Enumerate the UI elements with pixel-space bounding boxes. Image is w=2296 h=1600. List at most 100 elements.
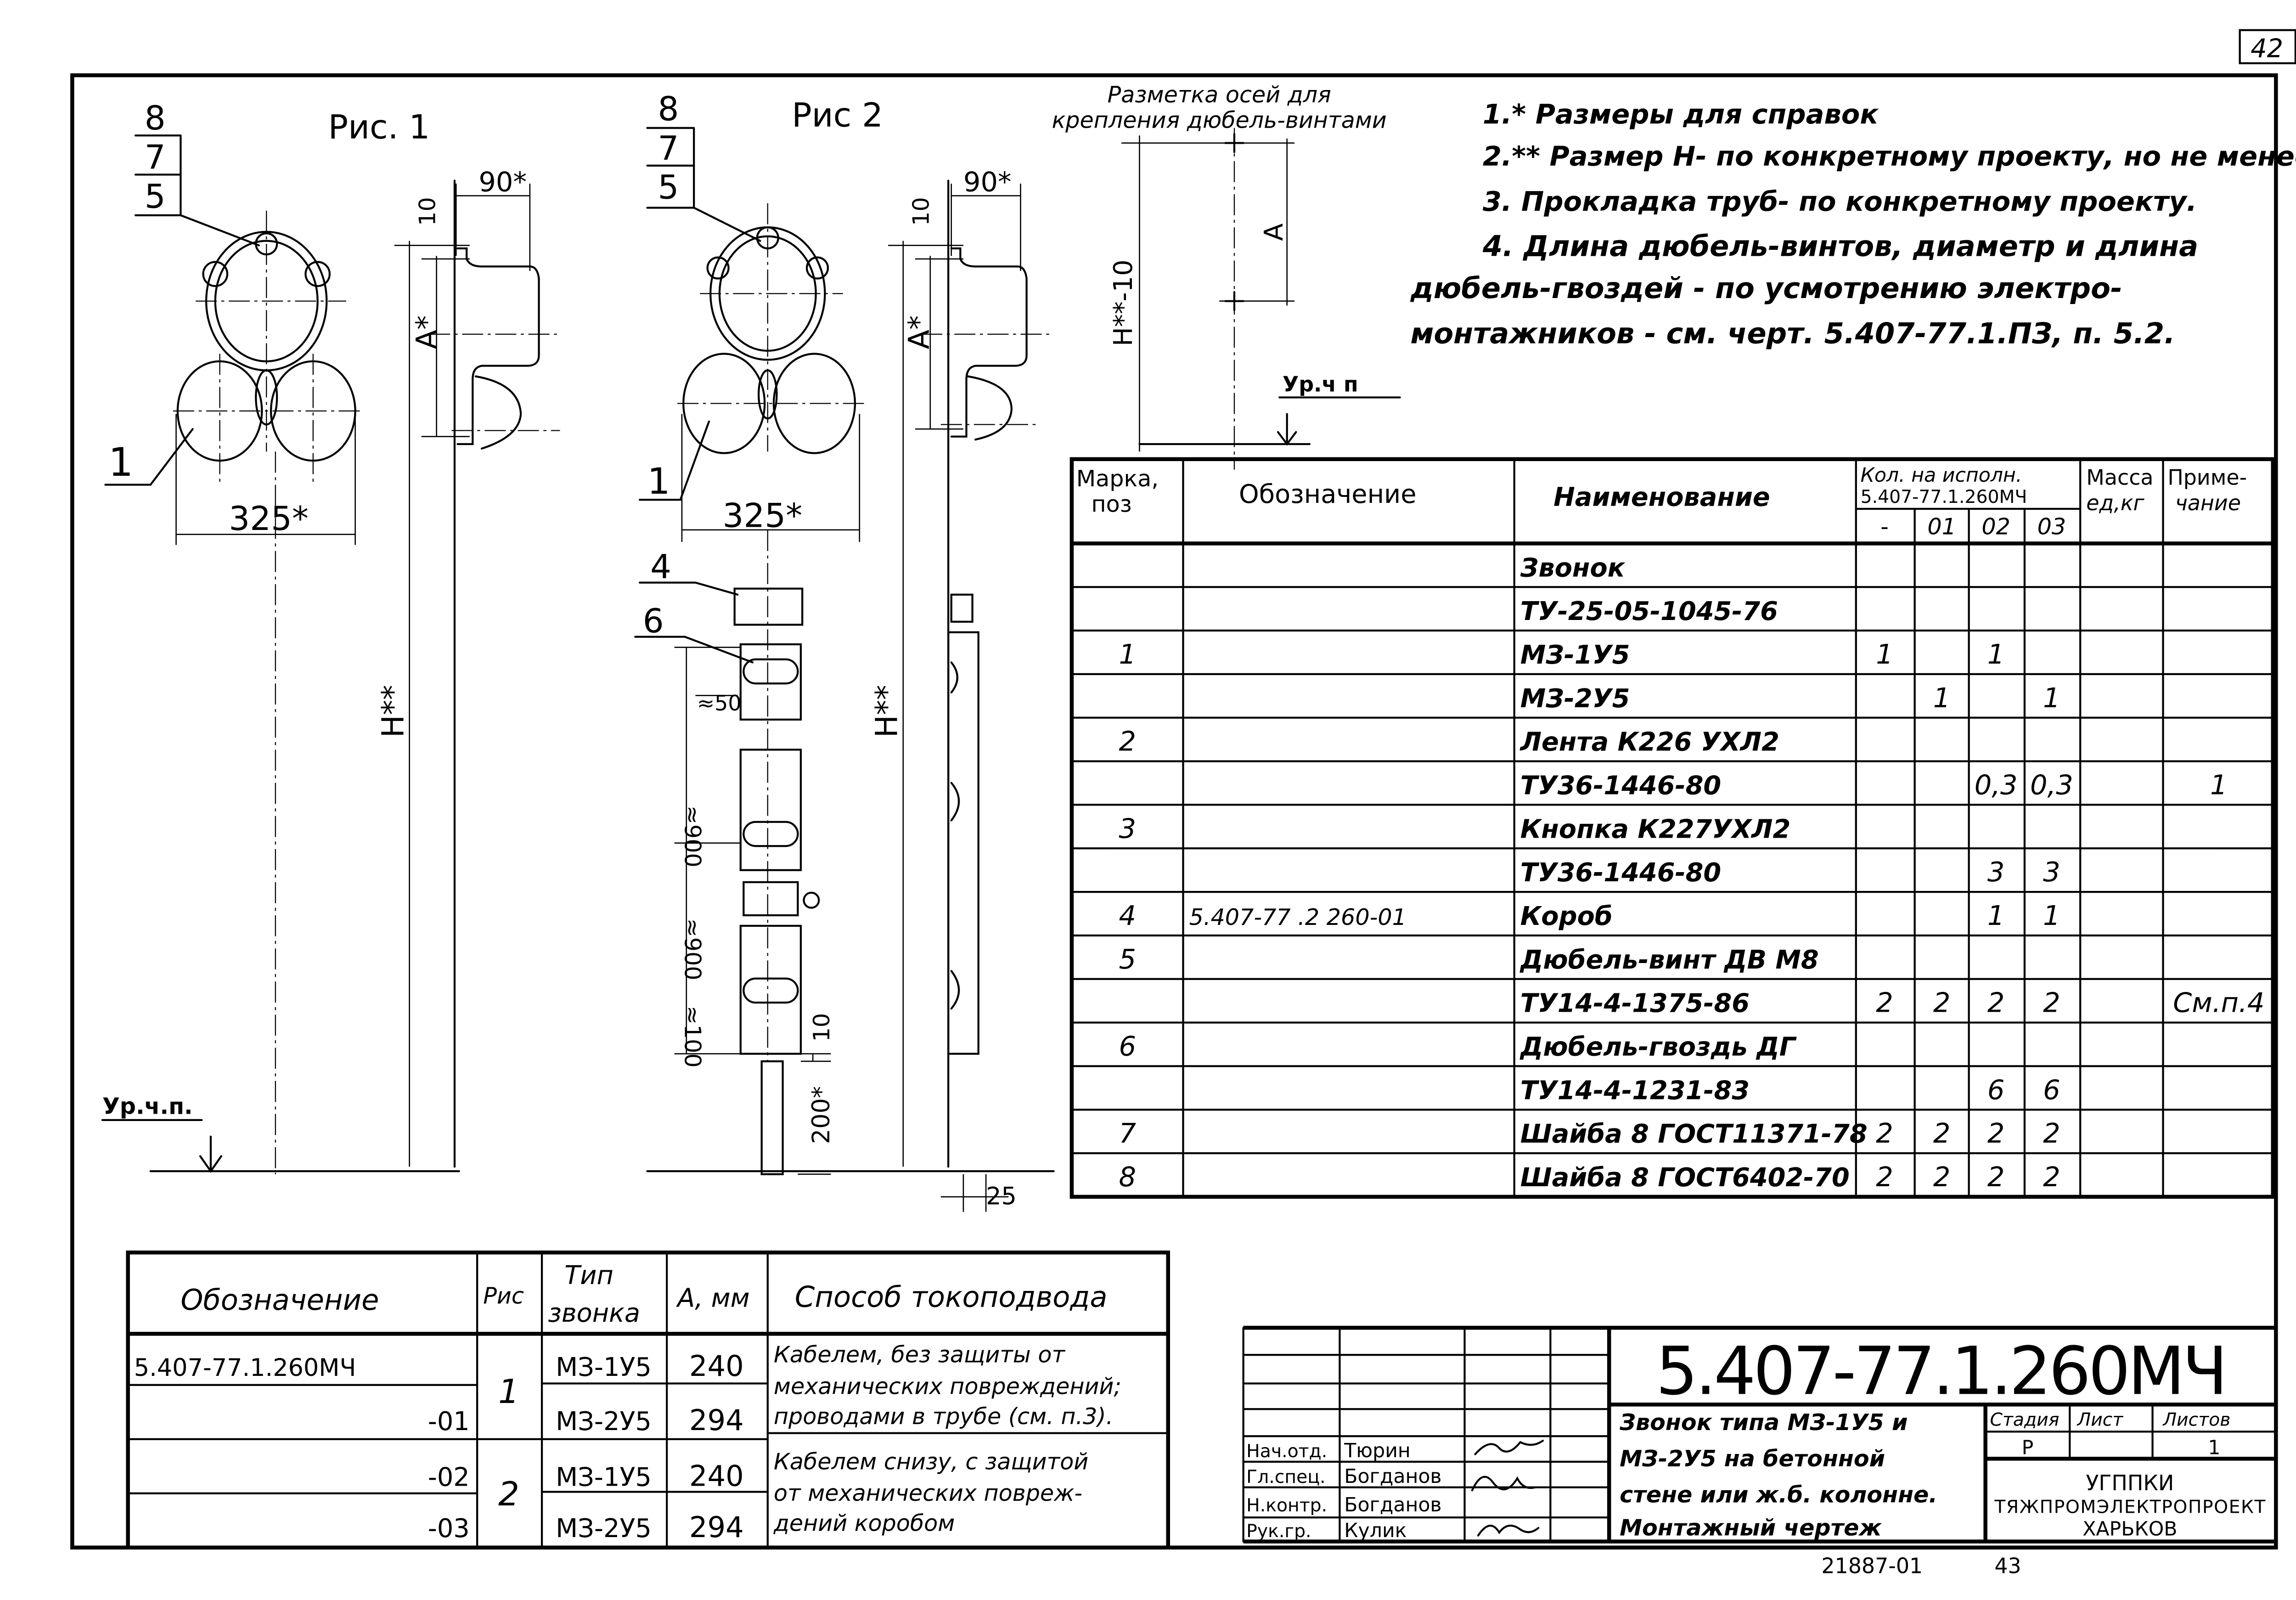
organization: ХАРЬКОВ — [2082, 1518, 2177, 1541]
page-number: 43 — [1994, 1554, 2021, 1578]
dimension-label: H** — [376, 685, 411, 738]
header-method: Способ токоподвода — [795, 1280, 1108, 1313]
staff-name: Тюрин — [1344, 1439, 1411, 1462]
figure-1-title: Рис. 1 — [328, 108, 430, 147]
organization: ТЯЖПРОМЭЛЕКТРОПРОЕКТ — [1994, 1496, 2266, 1517]
spec-cell-name: Шайба 8 ГОСТ11371-78 — [1520, 1119, 1868, 1149]
variant-a: 240 — [689, 1349, 744, 1383]
variant-a: 240 — [689, 1459, 744, 1493]
spec-cell-qty-03: 0,3 — [2030, 769, 2073, 800]
position-label: 8 — [145, 99, 166, 138]
position-label: 5 — [658, 169, 679, 207]
note-4: 4. Длина дюбель-винтов, диаметр и длина — [1482, 229, 2198, 263]
variant-method: проводами в трубе (см. п.3). — [774, 1403, 1113, 1430]
stage-value: Р — [2022, 1437, 2034, 1459]
position-label: 6 — [643, 602, 664, 641]
spec-cell-name: МЗ-1У5 — [1520, 640, 1630, 670]
staff-role: Нач.отд. — [1246, 1441, 1327, 1462]
position-label: 7 — [658, 129, 679, 168]
header-qty-doc: 5.407-77.1.260МЧ — [1861, 486, 2027, 507]
dimension-label: A* — [410, 315, 444, 349]
position-label: 5 — [145, 177, 166, 216]
box-part — [733, 587, 804, 626]
spec-cell-qty-base: 2 — [1876, 1161, 1893, 1193]
header-name: Наименование — [1553, 482, 1770, 512]
header-qty: Кол. на исполн. — [1861, 464, 2022, 487]
dimension-label: 25 — [986, 1182, 1017, 1210]
dimension-label: ≈50 — [697, 691, 742, 715]
stage-label: Стадия — [1990, 1409, 2060, 1430]
staff-role: Рук.гр. — [1246, 1521, 1311, 1542]
spec-cell-name: ТУ36-1446-80 — [1520, 858, 1721, 888]
variant-fig: 1 — [498, 1373, 519, 1411]
strip-segments — [739, 643, 820, 1175]
drawing-title: Монтажный чертеж — [1620, 1515, 1882, 1541]
spec-cell-mark: 2 — [1119, 726, 1136, 757]
variant-designation: -01 — [428, 1407, 470, 1437]
position-label: 4 — [650, 548, 671, 586]
spec-cell-qty-02: 1 — [1987, 638, 2005, 670]
variant-method: дений коробом — [773, 1510, 955, 1537]
spec-cell-qty-03: 2 — [2043, 987, 2060, 1019]
spec-cell-name: ТУ-25-05-1045-76 — [1520, 597, 1778, 626]
header-type: звонка — [548, 1298, 640, 1328]
header-fig: Рис — [483, 1283, 524, 1309]
position-label: 1 — [108, 440, 133, 485]
signatures — [1471, 1439, 1544, 1537]
figure-2-title: Рис 2 — [792, 96, 883, 135]
staff-name: Кулик — [1344, 1519, 1407, 1542]
variant-type: МЗ-1У5 — [556, 1462, 652, 1492]
spec-cell-qty-03: 1 — [2043, 900, 2060, 931]
sheet-number: 42 — [2251, 34, 2283, 64]
spec-cell-name: Дюбель-гвоздь ДГ — [1519, 1032, 1797, 1062]
header-variant: - — [1880, 513, 1889, 540]
spec-cell-qty-03: 1 — [2043, 682, 2060, 714]
sheet-frame — [70, 73, 2278, 1550]
dimension-label: 10 — [908, 197, 934, 226]
spec-cell-mark: 5 — [1119, 943, 1136, 975]
dimension-label: A* — [902, 315, 936, 349]
dimension-label: A — [1259, 223, 1289, 241]
variant-type: МЗ-2У5 — [556, 1514, 652, 1544]
spec-cell-qty-03: 6 — [2043, 1074, 2060, 1105]
spec-cell-name: Звонок — [1520, 553, 1626, 583]
header-mass: Масса — [2086, 465, 2153, 490]
bell-front-view — [173, 210, 361, 482]
dimension-label: 325* — [722, 496, 802, 535]
header-mark: поз — [1092, 491, 1132, 518]
spec-cell-qty-03: 3 — [2043, 856, 2060, 888]
spec-cell-mark: 8 — [1119, 1161, 1136, 1193]
title-block: 5.407-77.1.260МЧ Звонок типа МЗ-1У5 и МЗ… — [1242, 1325, 2277, 1544]
spec-cell-mark: 7 — [1119, 1117, 1136, 1149]
spec-cell-name: Короб — [1520, 901, 1613, 931]
spec-cell-qty-02: 3 — [1987, 856, 2005, 888]
spec-cell-qty-01: 1 — [1933, 682, 1951, 714]
position-label: 8 — [658, 90, 679, 129]
bell-front-view — [677, 203, 866, 454]
spec-cell-qty-base: 2 — [1876, 987, 1893, 1019]
dimension-label: 200* — [807, 1086, 835, 1144]
note-4-cont: дюбель-гвоздей - по усмотрению электро- — [1410, 271, 2122, 305]
spec-cell-note: 1 — [2210, 769, 2228, 800]
header-designation: Обозначение — [180, 1283, 379, 1317]
variant-a: 294 — [689, 1403, 744, 1437]
floor-level-label: Ур.ч.п. — [102, 1093, 193, 1120]
figure-2: Рис 2 8 7 5 325* 1 4 6 — [634, 90, 1055, 1212]
spec-cell-qty-02: 1 — [1987, 900, 2005, 931]
dimension-label: 325* — [229, 500, 309, 538]
spec-cell-qty-02: 2 — [1987, 1161, 2005, 1193]
spec-cell-qty-01: 2 — [1933, 987, 1951, 1019]
staff-name: Богданов — [1344, 1493, 1441, 1516]
position-label: 1 — [647, 460, 670, 502]
figure-1: Рис. 1 8 7 5 325* 1 H** A* — [101, 99, 560, 1174]
staff-role: Гл.спец. — [1246, 1466, 1325, 1487]
notes: 1.* Размеры для справок 2.** Размер H- п… — [1410, 98, 2296, 350]
variant-method: Кабелем снизу, с защитой — [774, 1448, 1088, 1475]
marking-diagram: Разметка осей для крепления дюбель-винта… — [1052, 81, 1401, 470]
note-1: 1.* Размеры для справок — [1483, 98, 1880, 130]
variant-designation: -02 — [428, 1462, 470, 1492]
dimension-label: 90* — [478, 166, 527, 197]
bell-side-view — [429, 180, 560, 1168]
sheet-number-box: 42 — [2239, 29, 2296, 64]
spec-cell-name: ТУ36-1446-80 — [1520, 771, 1721, 800]
